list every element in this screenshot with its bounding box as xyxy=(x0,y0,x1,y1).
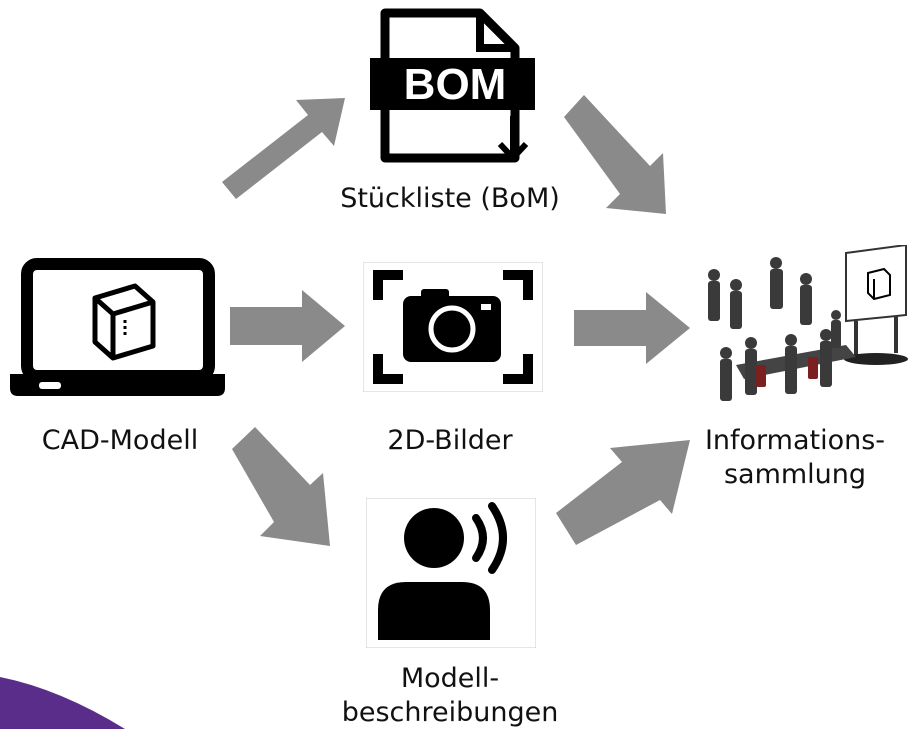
arrow-desc-to-info xyxy=(556,440,690,545)
corner-accent xyxy=(0,677,125,729)
label-cad: CAD-Modell xyxy=(41,425,199,456)
bom-document-icon: BOM xyxy=(370,8,535,163)
board-icon xyxy=(844,245,908,365)
label-descriptions-line2: beschreibungen xyxy=(341,697,559,728)
arrow-cad-to-2d xyxy=(230,290,345,362)
arrow-cad-to-desc xyxy=(232,427,330,546)
label-descriptions-line1: Modell- xyxy=(400,663,500,694)
arrow-2d-to-info xyxy=(574,292,690,364)
label-info-line1: Informations- xyxy=(704,425,886,456)
team-meeting-illustration xyxy=(708,245,908,401)
laptop-cad-icon xyxy=(10,258,225,396)
camera-icon xyxy=(363,262,543,392)
label-bom: Stückliste (BoM) xyxy=(340,183,560,214)
arrow-bom-to-info xyxy=(564,95,666,214)
arrow-cad-to-bom xyxy=(222,98,345,199)
label-2d: 2D-Bilder xyxy=(387,425,513,456)
speaking-person-icon xyxy=(366,498,536,648)
bom-text: BOM xyxy=(404,60,507,109)
label-info-line2: sammlung xyxy=(723,459,867,490)
